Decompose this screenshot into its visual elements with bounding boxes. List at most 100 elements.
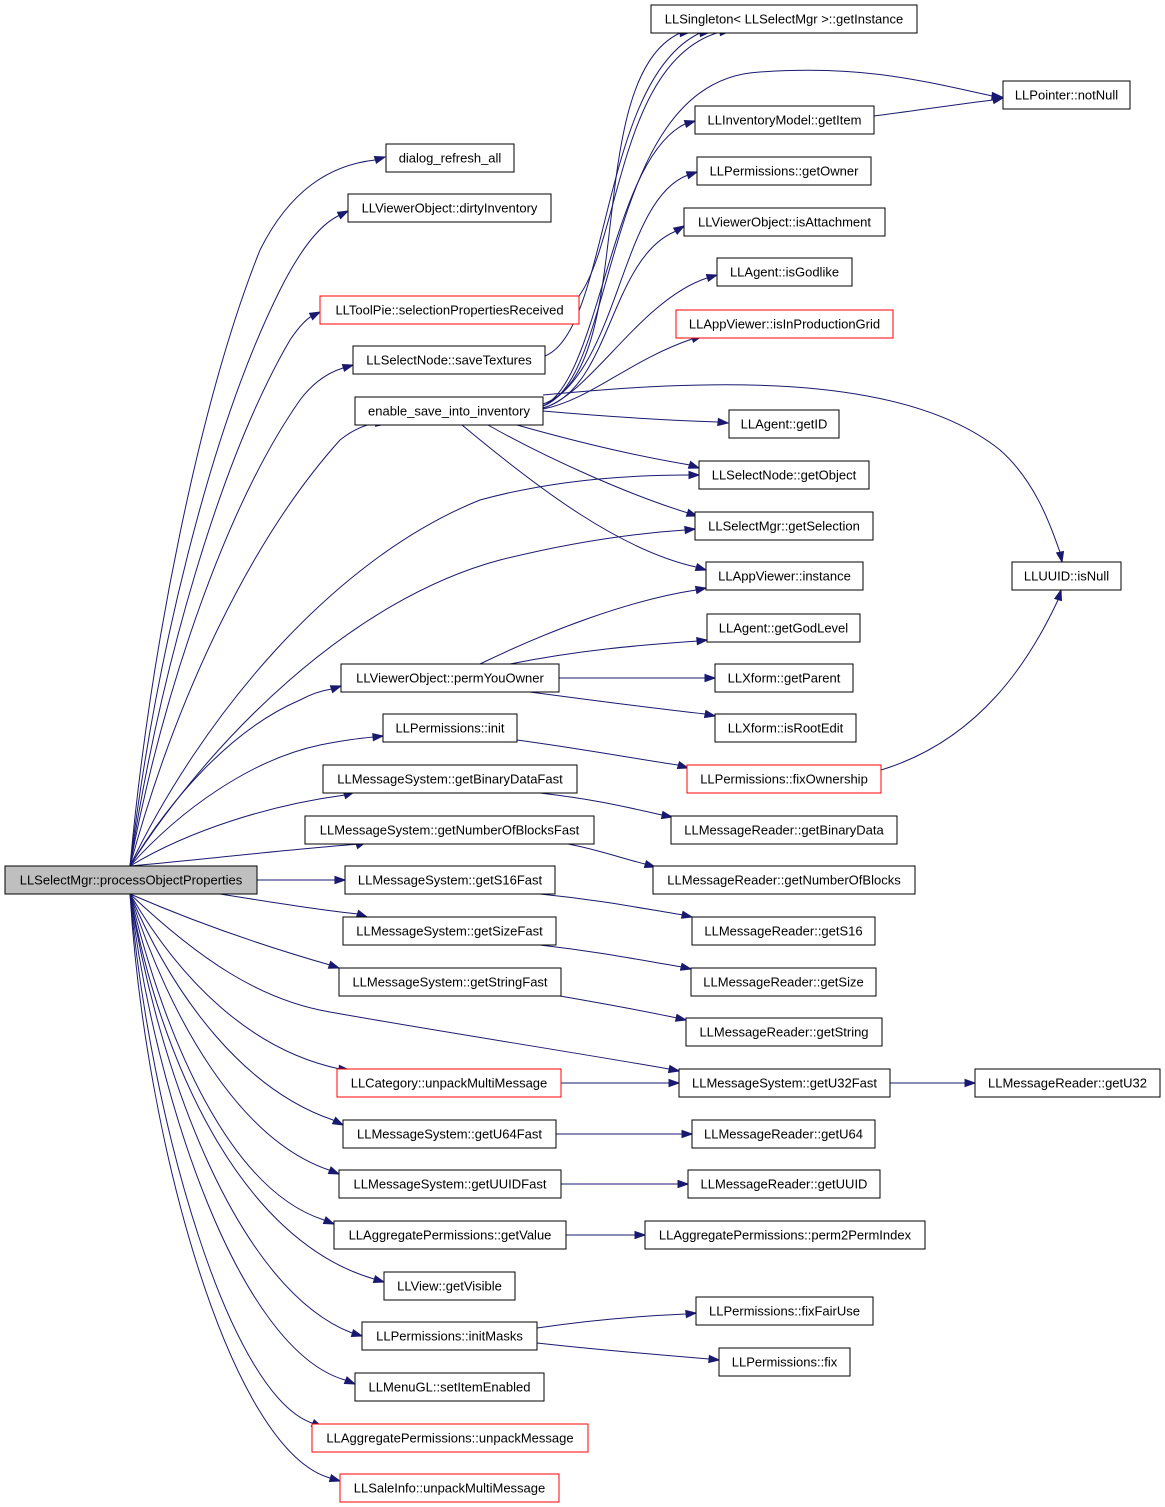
arrow-head	[334, 875, 347, 885]
node-mr-getbin[interactable]: LLMessageReader::getBinaryData	[670, 815, 898, 845]
node-ms-getstr[interactable]: LLMessageSystem::getStringFast	[338, 967, 562, 997]
node-sm-getsel[interactable]: LLSelectMgr::getSelection	[694, 511, 874, 541]
node-box	[342, 916, 557, 946]
node-ap-perm2[interactable]: LLAggregatePermissions::perm2PermIndex	[644, 1220, 926, 1250]
node-vo-isattach[interactable]: LLViewerObject::isAttachment	[683, 207, 886, 237]
node-cat-unpack[interactable]: LLCategory::unpackMultiMessage	[336, 1068, 562, 1098]
node-label: LLAggregatePermissions::unpackMessage	[326, 1431, 573, 1446]
node-uuid-isnull[interactable]: LLUUID::isNull	[1011, 561, 1122, 591]
node-box	[686, 764, 882, 794]
node-box	[311, 1423, 589, 1453]
node-box	[644, 1220, 926, 1250]
node-ap-getvalue[interactable]: LLAggregatePermissions::getValue	[333, 1220, 567, 1250]
call-edge	[129, 893, 344, 1126]
node-perm-fix[interactable]: LLPermissions::fix	[718, 1347, 851, 1377]
node-label: LLViewerObject::isAttachment	[698, 215, 871, 230]
node-ms-gets16[interactable]: LLMessageSystem::getS16Fast	[344, 865, 556, 895]
arrow-head	[685, 171, 699, 180]
arrow-head	[634, 1230, 647, 1240]
arrow-head	[341, 363, 355, 373]
node-enable-save[interactable]: enable_save_into_inventory	[354, 396, 544, 426]
node-box	[361, 1321, 538, 1351]
node-agent-getid[interactable]: LLAgent::getID	[728, 409, 840, 439]
node-toolpie[interactable]: LLToolPie::selectionPropertiesReceived	[319, 295, 580, 325]
node-label: LLSelectMgr::getSelection	[708, 519, 860, 534]
node-perm-fixown[interactable]: LLPermissions::fixOwnership	[686, 764, 882, 794]
node-ms-getu32[interactable]: LLMessageSystem::getU32Fast	[678, 1068, 891, 1098]
node-ms-getbin[interactable]: LLMessageSystem::getBinaryDataFast	[322, 764, 578, 794]
node-agent-isgod[interactable]: LLAgent::isGodlike	[716, 257, 853, 287]
arrow-head	[373, 155, 387, 165]
node-app-instance[interactable]: LLAppViewer::instance	[705, 561, 864, 591]
node-box	[670, 815, 898, 845]
node-box	[354, 1372, 545, 1402]
node-box	[716, 257, 853, 287]
node-perm-getowner[interactable]: LLPermissions::getOwner	[696, 156, 872, 186]
node-perm-fixfair[interactable]: LLPermissions::fixFairUse	[695, 1296, 874, 1326]
node-perm-initmasks[interactable]: LLPermissions::initMasks	[361, 1321, 538, 1351]
node-mr-getstr[interactable]: LLMessageReader::getString	[685, 1017, 883, 1047]
node-label: LLMessageSystem::getUUIDFast	[354, 1177, 547, 1192]
node-mr-getu32[interactable]: LLMessageReader::getU32	[974, 1068, 1161, 1098]
node-pointer-notnull[interactable]: LLPointer::notNull	[1002, 80, 1131, 110]
node-box	[683, 207, 886, 237]
node-root[interactable]: LLSelectMgr::processObjectProperties	[4, 865, 258, 895]
node-label: LLMessageReader::getU32	[988, 1076, 1147, 1091]
node-mr-getnum[interactable]: LLMessageReader::getNumberOfBlocks	[652, 865, 916, 895]
call-edge	[542, 335, 703, 410]
node-box	[338, 967, 562, 997]
node-sn-getobject[interactable]: LLSelectNode::getObject	[698, 460, 870, 490]
call-edge	[567, 843, 656, 868]
node-agent-godlevel[interactable]: LLAgent::getGodLevel	[706, 613, 861, 643]
call-edge	[542, 31, 691, 405]
arrow-head	[327, 1166, 341, 1175]
node-mr-getsize[interactable]: LLMessageReader::getSize	[690, 967, 877, 997]
call-edge	[536, 1312, 697, 1329]
node-ap-unpack[interactable]: LLAggregatePermissions::unpackMessage	[311, 1423, 589, 1453]
node-mr-getuuid[interactable]: LLMessageReader::getUUID	[687, 1169, 881, 1199]
node-box	[352, 345, 546, 375]
node-box	[319, 295, 580, 325]
node-label: LLPermissions::fixOwnership	[700, 772, 868, 787]
arrow-head	[703, 709, 717, 719]
node-box	[714, 713, 857, 743]
arrow-head	[372, 1274, 386, 1284]
node-ms-getu64[interactable]: LLMessageSystem::getU64Fast	[342, 1119, 557, 1149]
node-box	[652, 865, 916, 895]
node-ms-getnum[interactable]: LLMessageSystem::getNumberOfBlocksFast	[304, 815, 595, 845]
node-xf-isroot[interactable]: LLXform::isRootEdit	[714, 713, 857, 743]
node-sale-unpack[interactable]: LLSaleInfo::unpackMultiMessage	[339, 1473, 560, 1503]
node-label: LLUUID::isNull	[1024, 569, 1109, 584]
node-label: LLPermissions::initMasks	[376, 1329, 523, 1344]
call-nodes: LLSelectMgr::processObjectProperties LLSi…	[4, 4, 1161, 1503]
arrow-head	[343, 1376, 357, 1385]
node-perm-init[interactable]: LLPermissions::init	[382, 713, 518, 743]
arrow-head	[694, 585, 708, 595]
arrow-head	[685, 1309, 698, 1319]
node-label: LLAgent::isGodlike	[730, 265, 839, 280]
node-savetex[interactable]: LLSelectNode::saveTextures	[352, 345, 546, 375]
node-xf-getparent[interactable]: LLXform::getParent	[714, 663, 854, 693]
arrow-head	[643, 859, 657, 869]
node-menu-setenabled[interactable]: LLMenuGL::setItemEnabled	[354, 1372, 545, 1402]
arrow-head	[991, 95, 1005, 105]
node-box	[695, 1296, 874, 1326]
node-vo-dirtyinv[interactable]: LLViewerObject::dirtyInventory	[347, 193, 552, 223]
node-dialog-refresh[interactable]: dialog_refresh_all	[385, 143, 515, 173]
arrow-head	[350, 1328, 364, 1338]
node-vo-permyou[interactable]: LLViewerObject::permYouOwner	[340, 663, 560, 693]
node-box	[1011, 561, 1122, 591]
node-mr-gets16[interactable]: LLMessageReader::getS16	[691, 916, 876, 946]
call-edge	[539, 944, 692, 970]
node-label: LLPermissions::fix	[732, 1355, 838, 1370]
node-singleton[interactable]: LLSingleton< LLSelectMgr >::getInstance	[650, 4, 918, 34]
arrow-head	[696, 636, 709, 646]
node-app-isprod[interactable]: LLAppViewer::isInProductionGrid	[675, 309, 894, 339]
node-inv-getitem[interactable]: LLInventoryModel::getItem	[694, 105, 875, 135]
node-mr-getu64[interactable]: LLMessageReader::getU64	[691, 1119, 876, 1149]
node-ms-getuuid[interactable]: LLMessageSystem::getUUIDFast	[338, 1169, 562, 1199]
node-label: LLSelectMgr::processObjectProperties	[20, 873, 243, 888]
node-view-getvis[interactable]: LLView::getVisible	[383, 1271, 516, 1301]
node-ms-getsize[interactable]: LLMessageSystem::getSizeFast	[342, 916, 557, 946]
